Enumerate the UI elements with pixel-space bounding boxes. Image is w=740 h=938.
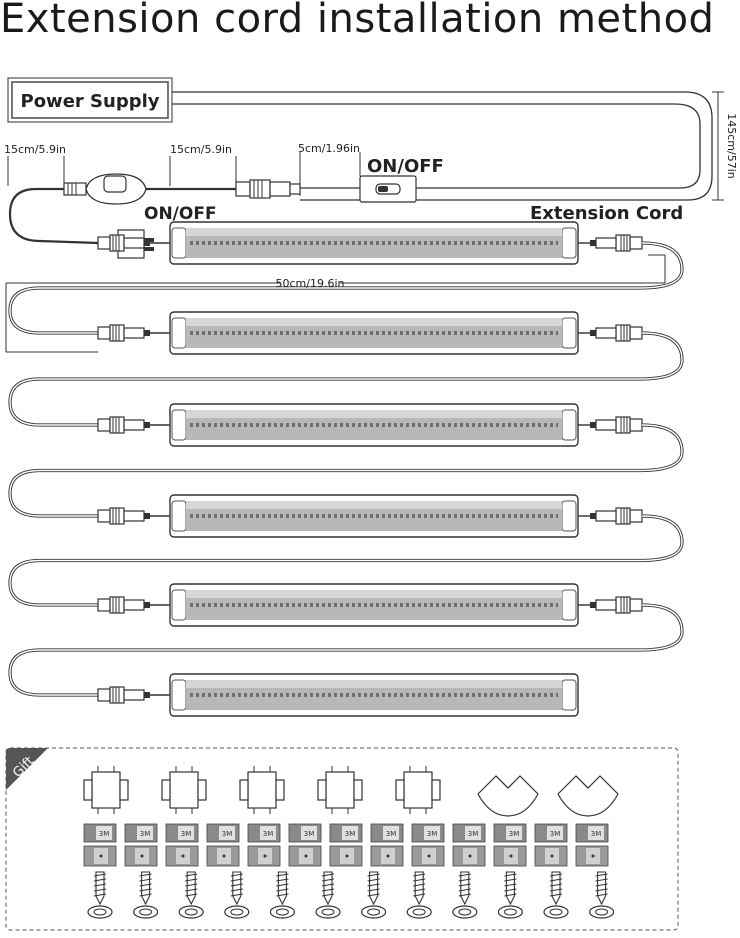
tape-mark: 3M bbox=[222, 830, 233, 838]
led-tube bbox=[97, 673, 579, 717]
adhesive-tape: 3M bbox=[452, 823, 486, 867]
dim-5cm: 5cm/1.96in bbox=[298, 142, 360, 155]
adhesive-tape: 3M bbox=[493, 823, 527, 867]
adhesive-tape: 3M bbox=[83, 823, 117, 867]
tape-mark: 3M bbox=[181, 830, 192, 838]
dim-50cm-marker bbox=[5, 254, 666, 353]
adhesive-tape: 3M bbox=[165, 823, 199, 867]
dim-145cm: 145cm/57in bbox=[725, 113, 738, 179]
screw bbox=[315, 871, 341, 919]
mounting-clip bbox=[395, 766, 441, 814]
led-tube bbox=[8, 583, 684, 697]
on-off-dimmer-label: ON/OFF bbox=[144, 204, 217, 224]
inline-switch bbox=[359, 175, 417, 203]
mounting-clip bbox=[161, 766, 207, 814]
screw bbox=[543, 871, 569, 919]
first-row-lead bbox=[39, 239, 99, 245]
power-cable bbox=[172, 91, 713, 201]
mounting-clip bbox=[239, 766, 285, 814]
adhesive-tape: 3M bbox=[411, 823, 445, 867]
power-supply-label: Power Supply bbox=[21, 91, 160, 112]
tape-mark: 3M bbox=[386, 830, 397, 838]
tape-mark: 3M bbox=[591, 830, 602, 838]
tape-mark: 3M bbox=[304, 830, 315, 838]
page-title: Extension cord installation method bbox=[0, 0, 715, 42]
screw bbox=[269, 871, 295, 919]
adhesive-tape: 3M bbox=[534, 823, 568, 867]
led-tube bbox=[8, 221, 684, 335]
dimmer-unit bbox=[63, 173, 147, 205]
screw bbox=[178, 871, 204, 919]
left-connector bbox=[97, 596, 151, 614]
dim-15cm-b: 15cm/5.9in bbox=[170, 143, 232, 156]
adhesive-tape: 3M bbox=[329, 823, 363, 867]
extension-cord-label: Extension Cord bbox=[530, 203, 683, 224]
on-off-switch-label: ON/OFF bbox=[367, 156, 444, 177]
tape-mark: 3M bbox=[427, 830, 438, 838]
gift-items: 3M 3M 3M 3M 3M 3M 3M 3M 3M 3M 3M 3M 3M bbox=[83, 766, 619, 919]
power-supply-box: Power Supply bbox=[7, 77, 173, 123]
adhesive-tape: 3M bbox=[124, 823, 158, 867]
adhesive-tape: 3M bbox=[288, 823, 322, 867]
left-connector bbox=[97, 686, 151, 704]
screw bbox=[224, 871, 250, 919]
screw bbox=[452, 871, 478, 919]
adhesive-tape: 3M bbox=[575, 823, 609, 867]
adhesive-tape: 3M bbox=[370, 823, 404, 867]
right-connector bbox=[589, 416, 643, 434]
tape-mark: 3M bbox=[99, 830, 110, 838]
adhesive-tape: 3M bbox=[206, 823, 240, 867]
left-connector bbox=[97, 324, 151, 342]
screw bbox=[133, 871, 159, 919]
led-tube bbox=[8, 403, 684, 518]
screw bbox=[406, 871, 432, 919]
adhesive-tape: 3M bbox=[247, 823, 281, 867]
right-connector bbox=[589, 507, 643, 525]
right-connector bbox=[589, 596, 643, 614]
dim-15cm-a: 15cm/5.9in bbox=[4, 143, 66, 156]
screw bbox=[87, 871, 113, 919]
tape-mark: 3M bbox=[468, 830, 479, 838]
dim-50cm: 50cm/19.6in bbox=[276, 277, 345, 290]
led-tube bbox=[8, 494, 684, 607]
right-connector bbox=[589, 324, 643, 342]
tape-mark: 3M bbox=[140, 830, 151, 838]
screw bbox=[588, 871, 615, 919]
tube-group bbox=[8, 221, 684, 717]
screw bbox=[497, 871, 523, 919]
middle-connector bbox=[235, 179, 301, 199]
corner-connector bbox=[477, 775, 539, 817]
corner-connector bbox=[557, 775, 619, 817]
right-connector bbox=[589, 234, 643, 252]
tape-mark: 3M bbox=[263, 830, 274, 838]
mounting-clip bbox=[83, 766, 129, 814]
screw bbox=[361, 871, 387, 919]
tape-mark: 3M bbox=[345, 830, 356, 838]
led-tube bbox=[8, 311, 684, 427]
tape-mark: 3M bbox=[550, 830, 561, 838]
left-connector bbox=[97, 507, 151, 525]
mounting-clip bbox=[317, 766, 363, 814]
tape-mark: 3M bbox=[509, 830, 520, 838]
left-connector bbox=[97, 416, 151, 434]
